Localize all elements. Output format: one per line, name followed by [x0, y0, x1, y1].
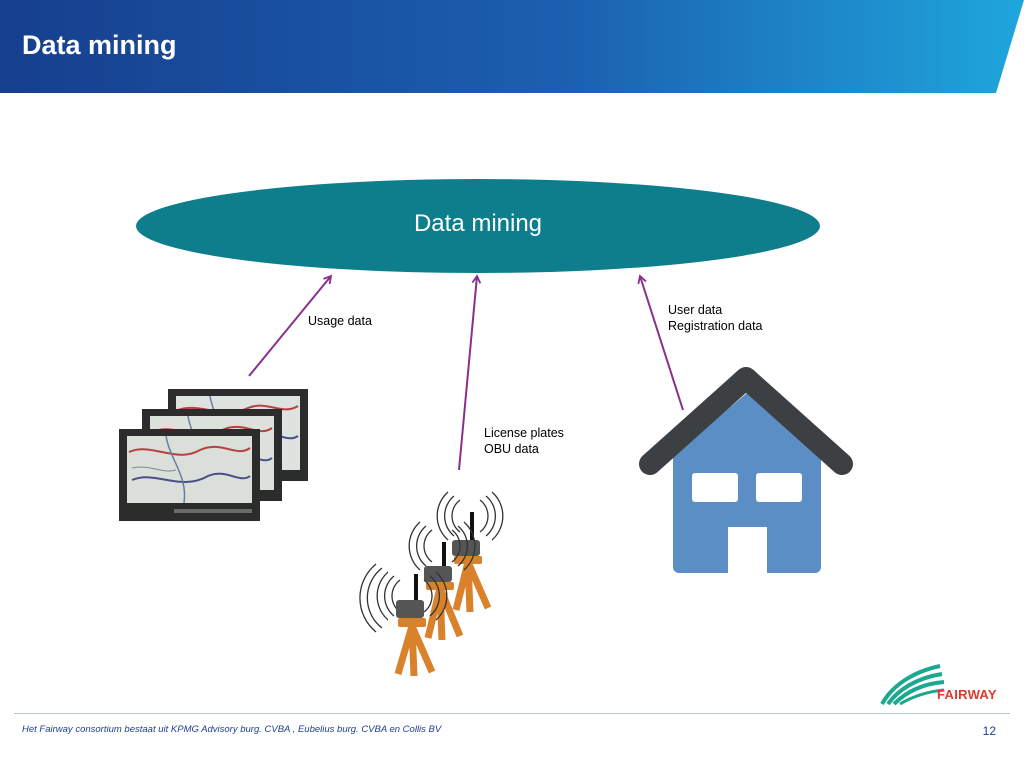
page-number: 12 [982, 724, 996, 738]
map-screens-icon [119, 389, 308, 521]
usage-data-label: Usage data [308, 314, 372, 330]
edge-label-line: Usage data [308, 314, 372, 328]
roadside-camera-icon [359, 491, 504, 677]
user-data-label: User data Registration data [668, 303, 763, 334]
license-plates-arrow [458, 274, 482, 471]
data-mining-node [136, 179, 820, 273]
footer-divider [14, 713, 1010, 714]
usage-data-arrow [248, 274, 333, 377]
edge-label-line: OBU data [484, 441, 539, 456]
edge-label-line: User data [668, 303, 723, 317]
license-plates-label: License plates OBU data [484, 426, 564, 457]
edge-label-line: License plates [484, 426, 564, 440]
data-mining-label: Data mining [413, 210, 543, 237]
logo-text: FAIRWAY [937, 687, 997, 702]
footer-text: Het Fairway consortium bestaat uit KPMG … [22, 724, 442, 735]
house-icon [639, 367, 853, 573]
user-data-arrow [637, 274, 684, 411]
fairway-logo-icon [880, 664, 945, 706]
header-bar [0, 0, 1024, 93]
edge-label-line: Registration data [668, 318, 763, 333]
slide-title: Data mining [22, 30, 177, 60]
